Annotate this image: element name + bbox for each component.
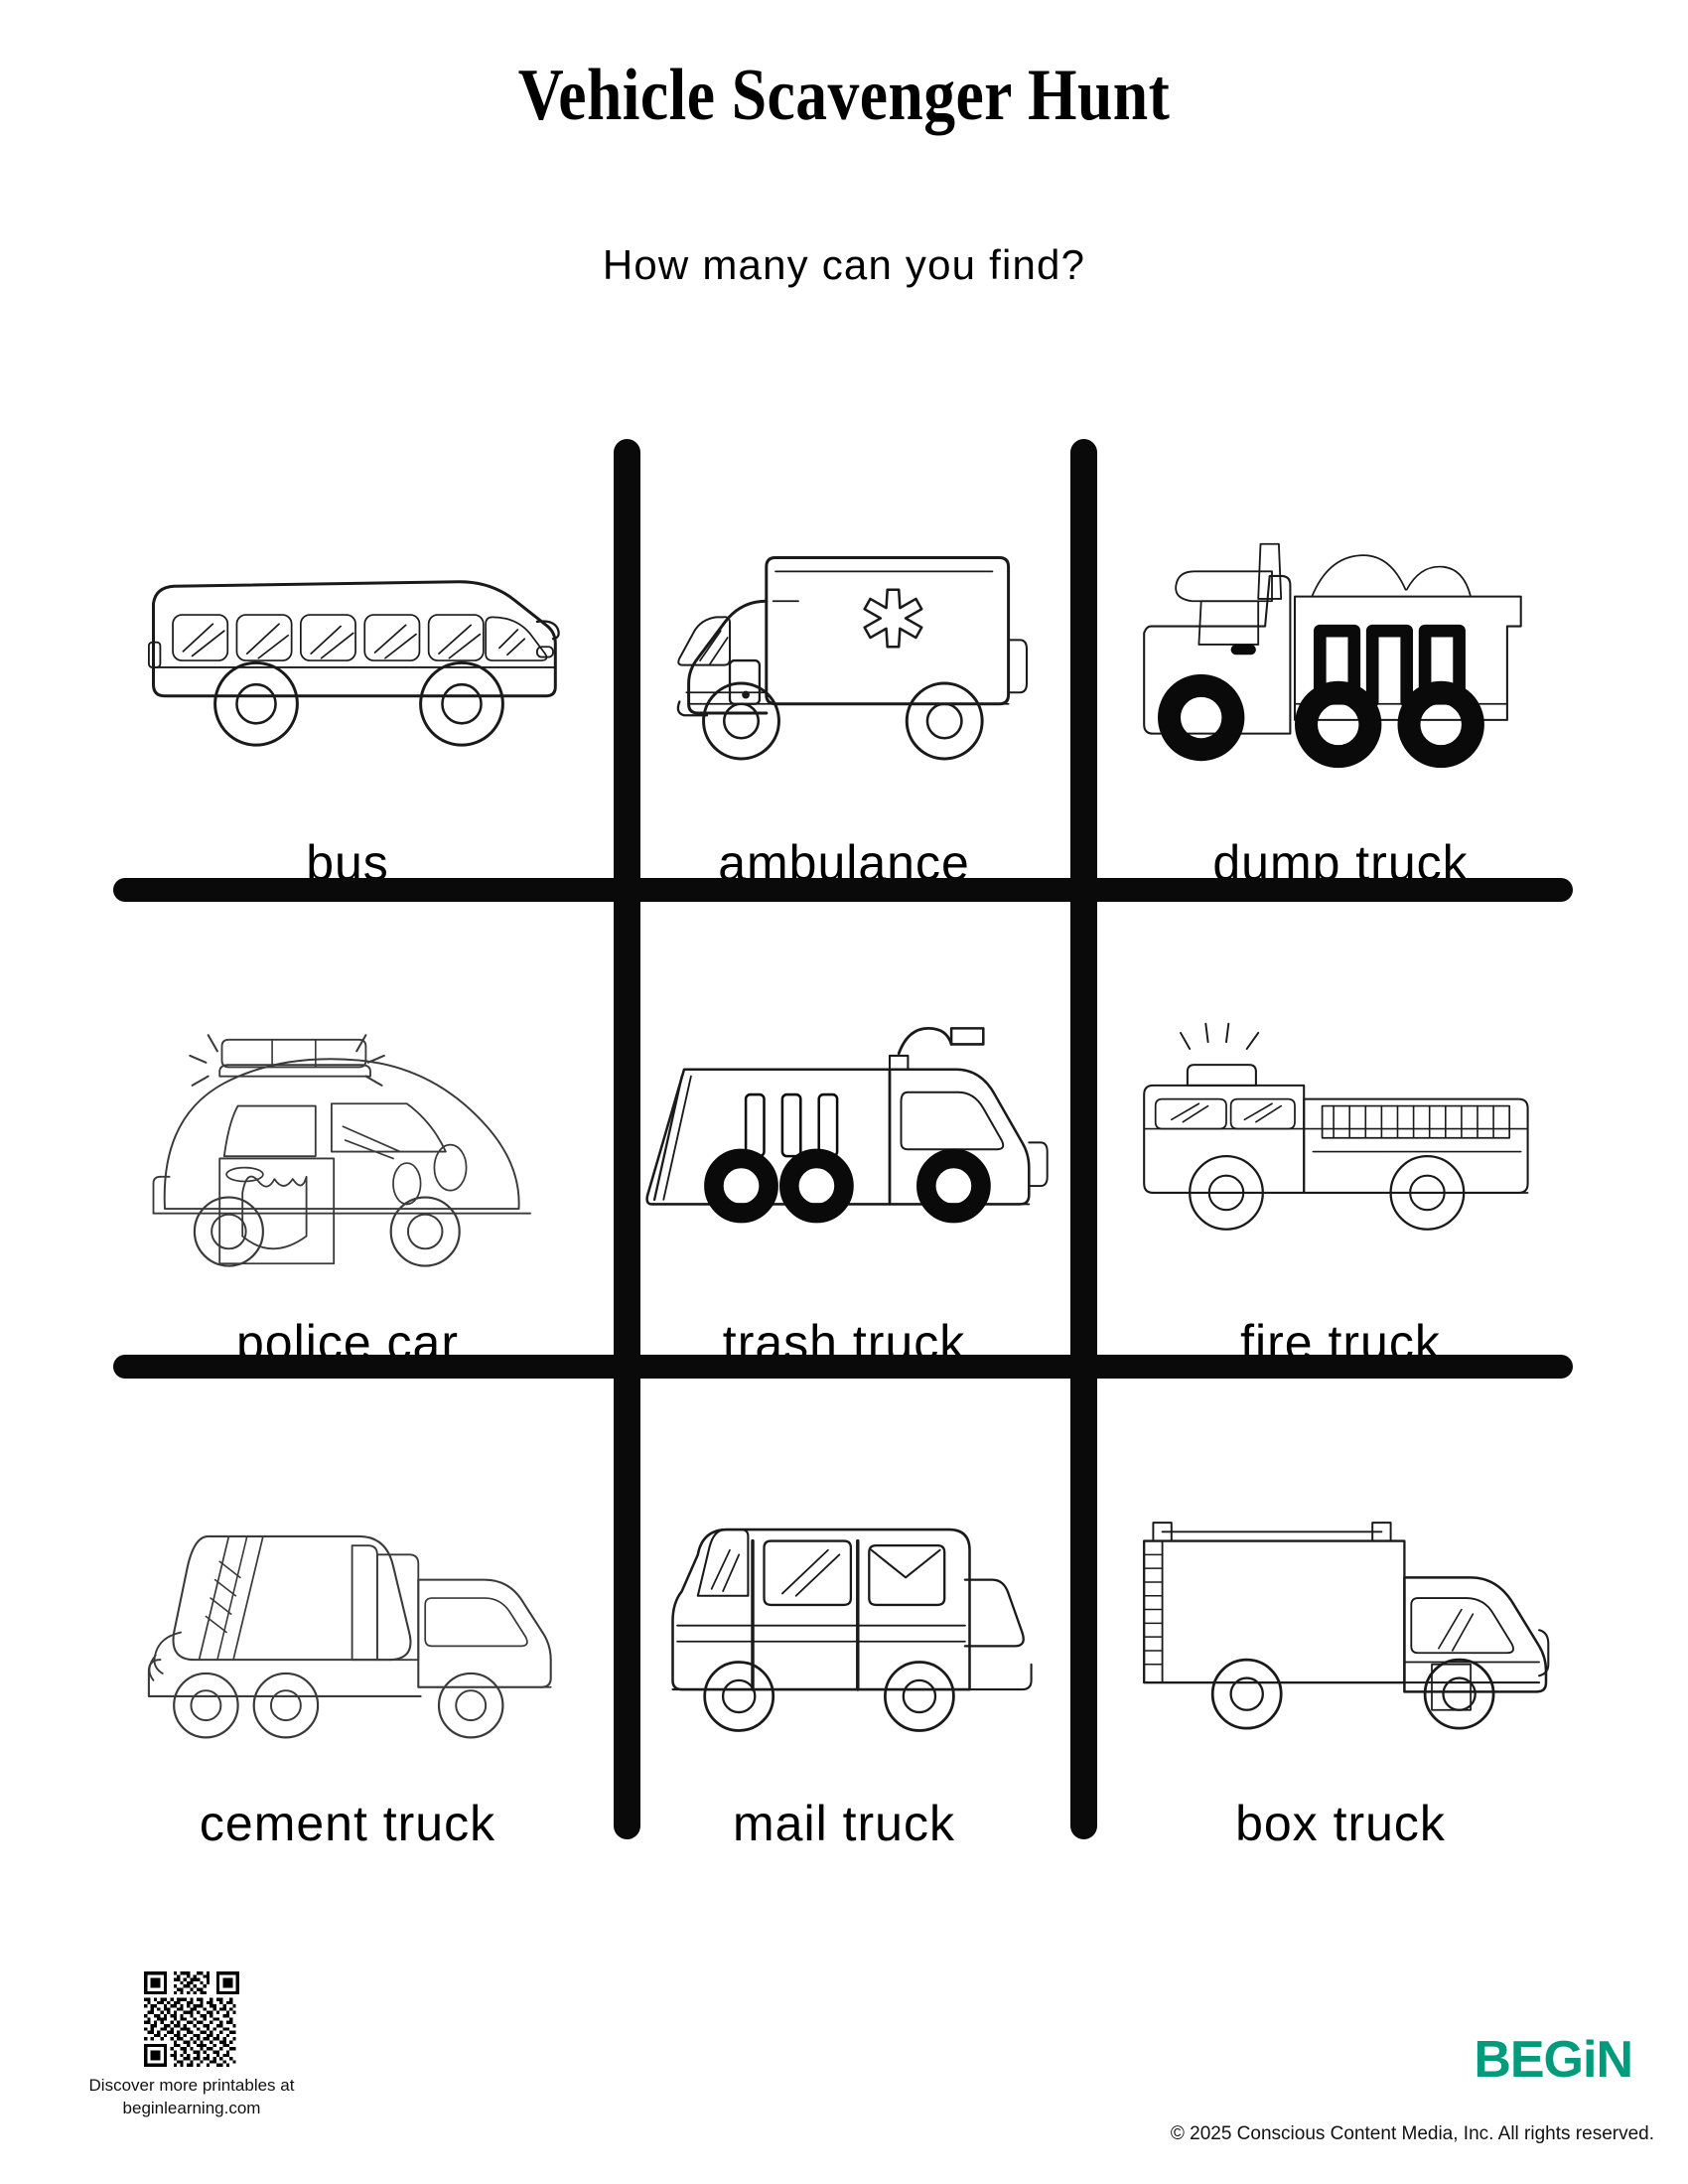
page-subtitle: How many can you find?	[602, 241, 1086, 288]
grid-cell-trash-truck[interactable]: trash truck	[596, 897, 1092, 1377]
dump-truck-illustration	[1092, 494, 1589, 811]
grid-cell-cement-truck[interactable]: cement truck	[99, 1378, 596, 1857]
grid-divider-horizontal-1	[113, 878, 1573, 902]
begin-logo: BEGiN	[1474, 2031, 1633, 2089]
grid-cell-dump-truck[interactable]: dump truck	[1092, 417, 1589, 897]
police-car-illustration	[99, 973, 596, 1291]
grid-cell-ambulance[interactable]: ambulance	[596, 417, 1092, 897]
trash-truck-illustration	[596, 973, 1092, 1291]
qr-code-icon[interactable]	[144, 1971, 239, 2067]
discover-line-2[interactable]: beginlearning.com	[122, 2098, 261, 2117]
grid-divider-vertical-1	[614, 439, 640, 1839]
discover-line-1: Discover more printables at	[88, 2076, 295, 2095]
grid-cell-police-car[interactable]: police car	[99, 897, 596, 1377]
mail-truck-illustration	[596, 1454, 1092, 1772]
cement-truck-illustration	[99, 1454, 596, 1772]
grid-cell-label: mail truck	[733, 1795, 955, 1851]
grid-cell-label: cement truck	[199, 1795, 496, 1851]
grid-cell-bus[interactable]: bus	[99, 417, 596, 897]
copyright-text: © 2025 Conscious Content Media, Inc. All…	[1170, 2123, 1654, 2144]
box-truck-illustration	[1092, 1454, 1589, 1772]
ambulance-illustration	[596, 494, 1092, 811]
footer-discover-block: Discover more printables at beginlearnin…	[38, 1971, 346, 2120]
scavenger-hunt-grid: bus	[99, 417, 1589, 1857]
grid-cell-fire-truck[interactable]: fire truck	[1092, 897, 1589, 1377]
grid-divider-vertical-2	[1070, 439, 1097, 1839]
grid-cell-label: box truck	[1235, 1795, 1446, 1851]
grid-divider-horizontal-2	[113, 1355, 1573, 1379]
fire-truck-illustration	[1092, 973, 1589, 1291]
grid-cell-box-truck[interactable]: box truck	[1092, 1378, 1589, 1857]
grid-cell-mail-truck[interactable]: mail truck	[596, 1378, 1092, 1857]
page-title: Vehicle Scavenger Hunt	[517, 55, 1171, 136]
bus-illustration	[99, 494, 596, 811]
